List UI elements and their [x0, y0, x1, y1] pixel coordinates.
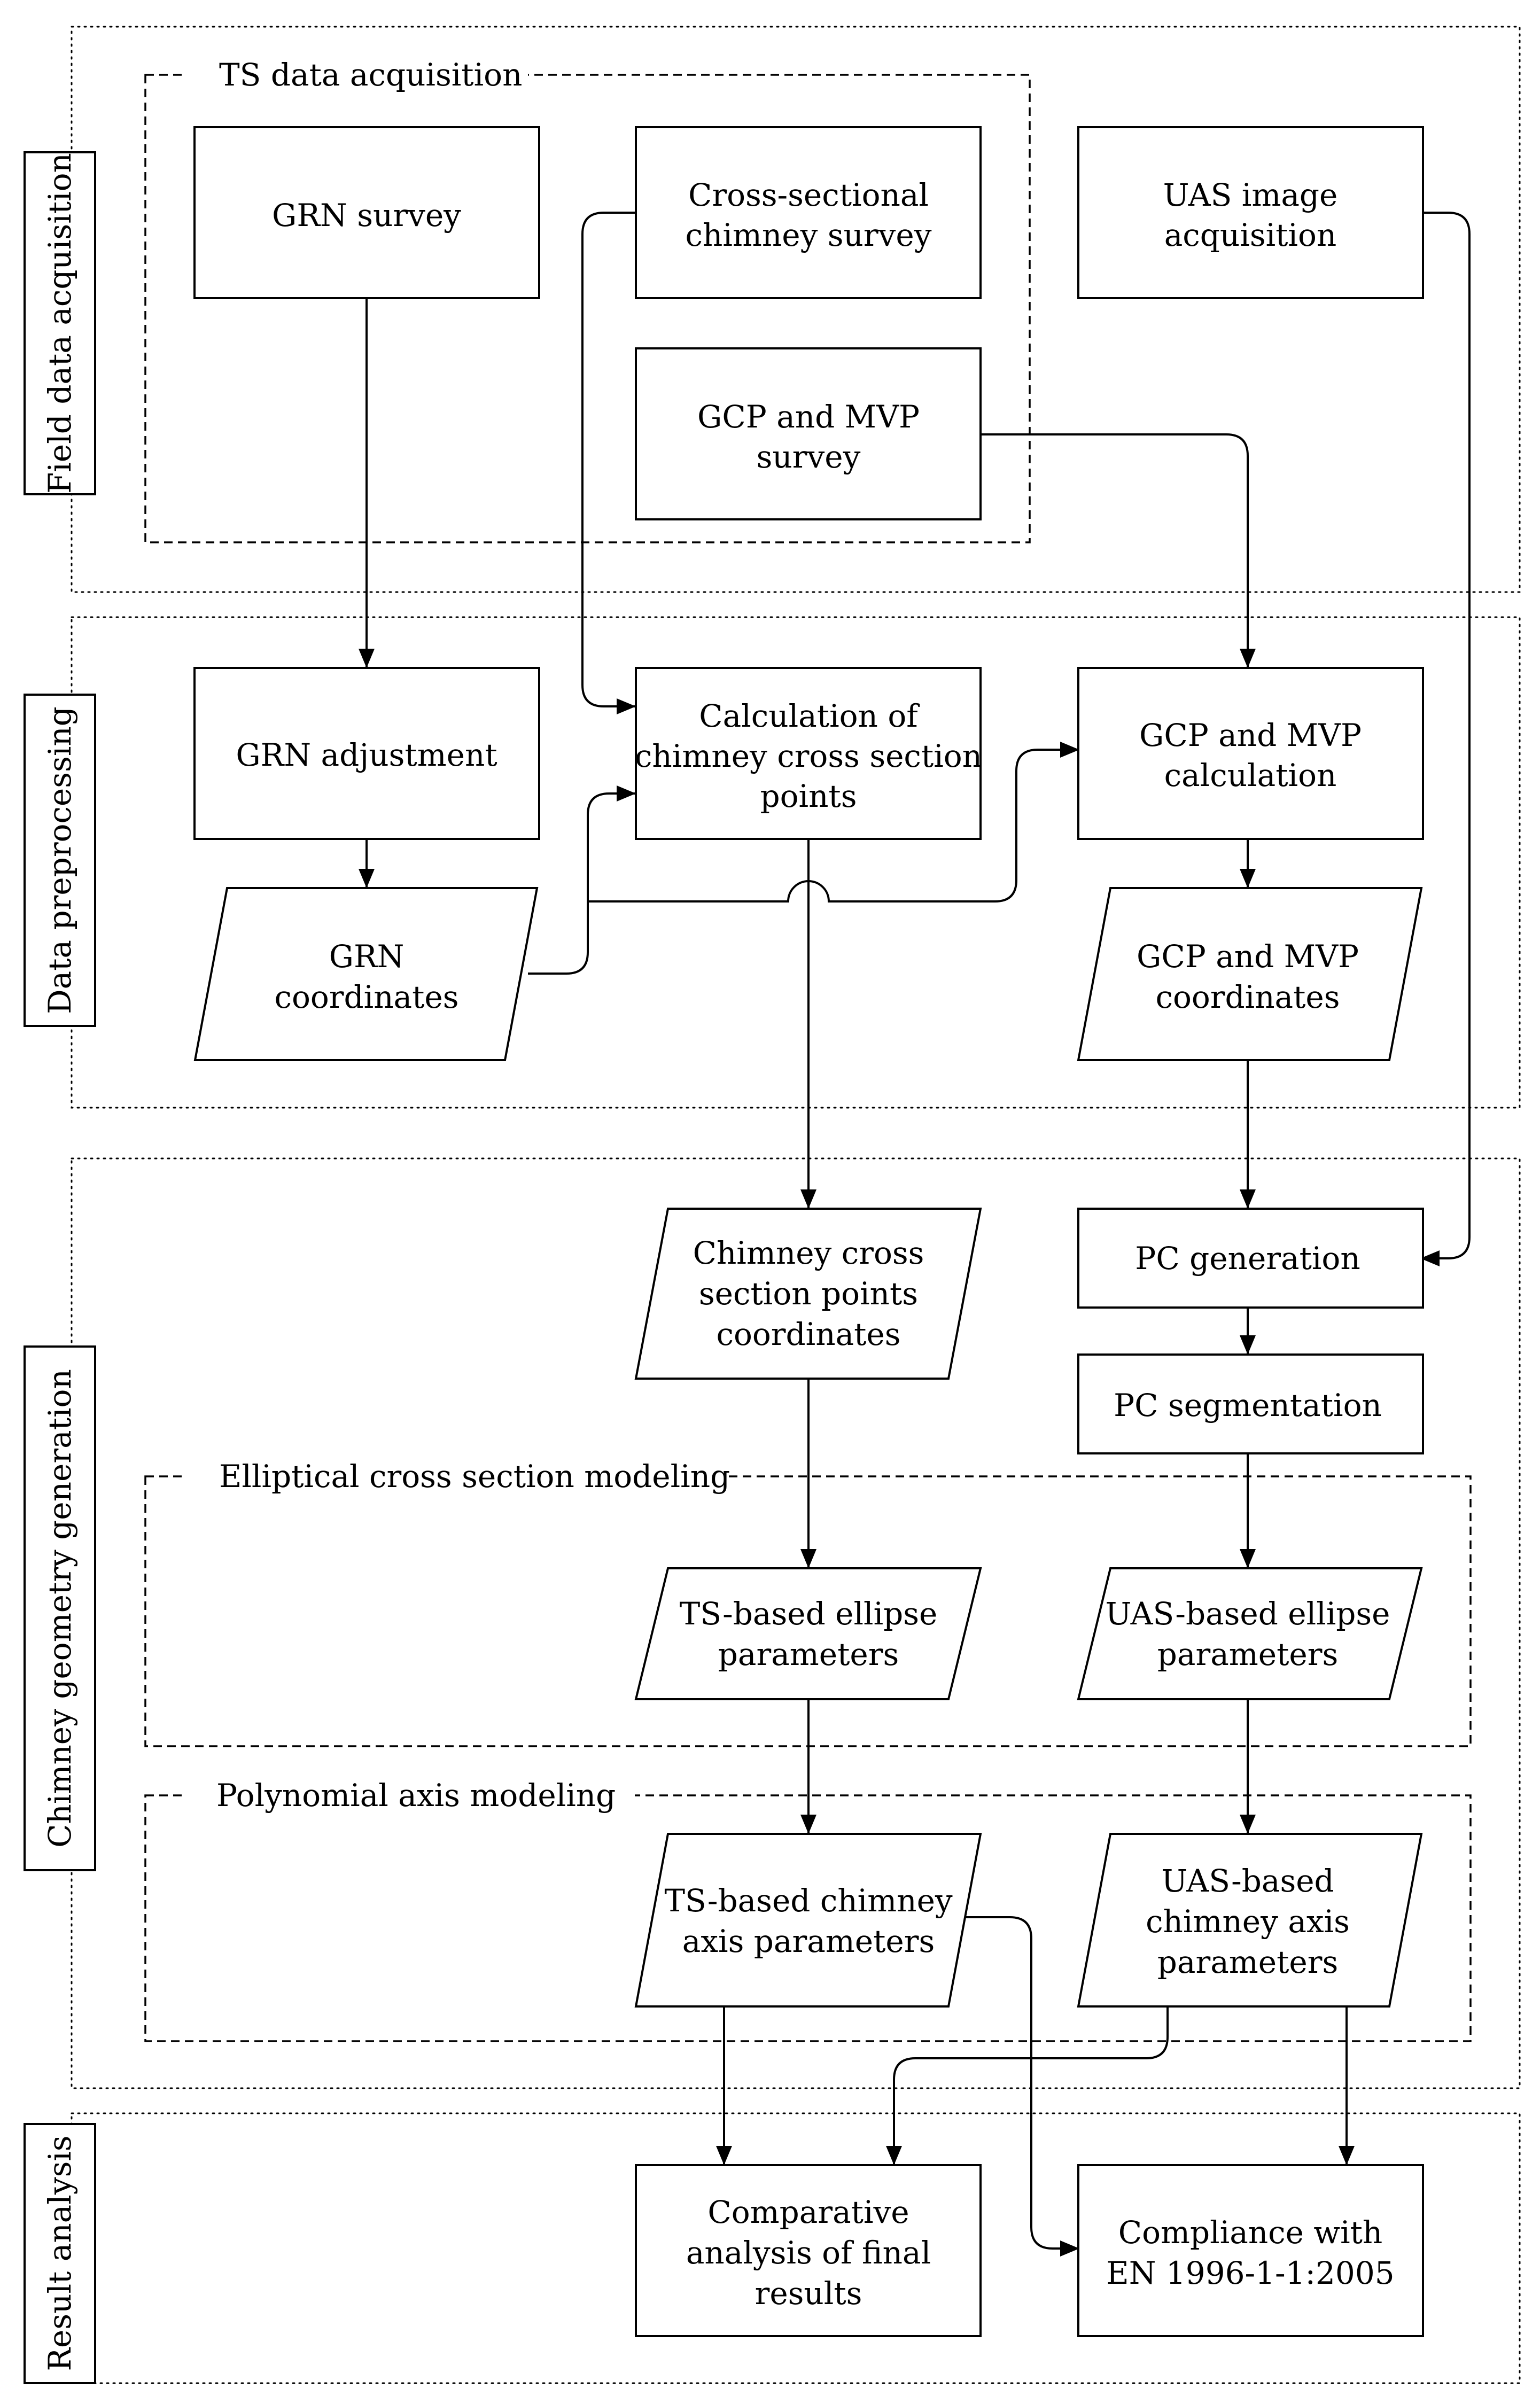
svg-text:Chimney geometry generation: Chimney geometry generation — [42, 1369, 78, 1848]
svg-text:axis parameters: axis parameters — [682, 1923, 935, 1959]
svg-text:results: results — [755, 2275, 862, 2312]
node-gcp-survey: GCP and MVP survey — [635, 347, 982, 520]
stage-label-field: Field data acquisition — [24, 151, 96, 495]
svg-text:UAS-based: UAS-based — [1161, 1863, 1334, 1899]
edge-uas-image-to-pc-gen — [1420, 212, 1471, 1266]
stage-frame-prep — [71, 616, 1521, 1109]
edge-uas-axis-to-comparative — [886, 2006, 1169, 2165]
svg-text:GRN adjustment: GRN adjustment — [236, 737, 497, 773]
group-label-axis: Polynomial axis modeling — [216, 1777, 616, 1814]
node-compliance: Compliance with EN 1996-1-1:2005 — [1077, 2164, 1424, 2337]
stage-label-geom: Chimney geometry generation — [24, 1345, 96, 1871]
node-chimney-coords: Chimney cross section points coordinates — [634, 1208, 982, 1380]
svg-text:Chimney cross: Chimney cross — [693, 1235, 924, 1271]
node-grn-survey: GRN survey — [193, 126, 540, 299]
svg-text:Result analysis: Result analysis — [42, 2135, 78, 2371]
stage-label-result: Result analysis — [24, 2123, 96, 2384]
node-gcp-calc: GCP and MVP calculation — [1077, 667, 1424, 840]
svg-text:section points: section points — [699, 1275, 918, 1312]
node-comparative: Comparative analysis of final results — [635, 2164, 982, 2337]
node-cross-survey: Cross-sectional chimney survey — [635, 126, 982, 299]
node-uas-image: UAS image acquisition — [1077, 126, 1424, 299]
edge-gcp-survey-to-gcp-calc — [980, 433, 1256, 668]
svg-text:parameters: parameters — [718, 1636, 899, 1672]
svg-text:survey: survey — [757, 439, 861, 475]
svg-text:EN 1996-1-1:2005: EN 1996-1-1:2005 — [1106, 2255, 1394, 2291]
connector-layer — [359, 212, 1471, 2257]
svg-text:chimney survey: chimney survey — [686, 217, 932, 253]
group-label-ellipse: Elliptical cross section modeling — [219, 1458, 730, 1495]
node-grn-adj: GRN adjustment — [193, 667, 540, 840]
svg-text:parameters: parameters — [1157, 1636, 1338, 1672]
svg-text:Cross-sectional: Cross-sectional — [688, 177, 929, 213]
edge-grn-coords-to-gcp-calc — [588, 742, 1079, 903]
edge-cross-survey-to-calc — [581, 212, 636, 714]
node-gcp-coords: GCP and MVP coordinates — [1077, 887, 1423, 1061]
node-uas-axis: UAS-based chimney axis parameters — [1077, 1833, 1423, 2008]
svg-text:coordinates: coordinates — [274, 979, 458, 1015]
stage-label-prep: Data preprocessing — [24, 694, 96, 1027]
svg-text:GRN: GRN — [329, 938, 405, 975]
node-ts-ellipse: TS-based ellipse parameters — [634, 1567, 982, 1700]
svg-text:GCP and MVP: GCP and MVP — [697, 399, 920, 435]
svg-text:TS-based ellipse: TS-based ellipse — [680, 1596, 938, 1632]
svg-text:chimney axis: chimney axis — [1146, 1903, 1350, 1940]
svg-text:GRN survey: GRN survey — [272, 197, 461, 234]
svg-text:UAS-based ellipse: UAS-based ellipse — [1106, 1596, 1390, 1632]
svg-text:Field data acquisition: Field data acquisition — [42, 153, 78, 494]
svg-text:coordinates: coordinates — [1155, 979, 1340, 1015]
group-label-ts: TS data acquisition — [219, 57, 522, 93]
svg-text:Comparative: Comparative — [707, 2194, 909, 2230]
node-pc-gen: PC generation — [1077, 1208, 1424, 1309]
svg-text:points: points — [760, 778, 857, 814]
node-grn-coords: GRN coordinates — [193, 887, 539, 1061]
group-frame-axis — [144, 1794, 1472, 2042]
node-calc-chimney: Calculation of chimney cross section poi… — [635, 667, 982, 840]
svg-text:acquisition: acquisition — [1164, 217, 1337, 253]
svg-text:UAS image: UAS image — [1163, 177, 1338, 213]
svg-text:chimney cross section: chimney cross section — [635, 738, 982, 774]
svg-text:GCP and MVP: GCP and MVP — [1139, 717, 1362, 753]
edge-ts-axis-to-compliance — [962, 1916, 1079, 2257]
svg-text:coordinates: coordinates — [716, 1316, 900, 1352]
svg-text:calculation: calculation — [1164, 757, 1337, 793]
svg-text:Compliance with: Compliance with — [1118, 2214, 1383, 2251]
node-uas-ellipse: UAS-based ellipse parameters — [1077, 1567, 1423, 1700]
svg-text:PC generation: PC generation — [1135, 1240, 1360, 1277]
svg-text:GCP and MVP: GCP and MVP — [1137, 938, 1359, 975]
node-ts-axis: TS-based chimney axis parameters — [634, 1833, 982, 2008]
group-frame-ts — [144, 74, 1031, 543]
svg-text:PC segmentation: PC segmentation — [1114, 1387, 1382, 1423]
svg-text:TS-based chimney: TS-based chimney — [664, 1882, 953, 1919]
svg-text:analysis of final: analysis of final — [686, 2235, 931, 2271]
svg-text:Calculation of: Calculation of — [699, 698, 920, 734]
svg-text:Data preprocessing: Data preprocessing — [42, 706, 78, 1014]
edge-grn-coords-to-calc — [528, 785, 636, 975]
stage-frame-result — [71, 2112, 1521, 2384]
svg-text:parameters: parameters — [1157, 1944, 1338, 1980]
node-pc-seg: PC segmentation — [1077, 1353, 1424, 1454]
